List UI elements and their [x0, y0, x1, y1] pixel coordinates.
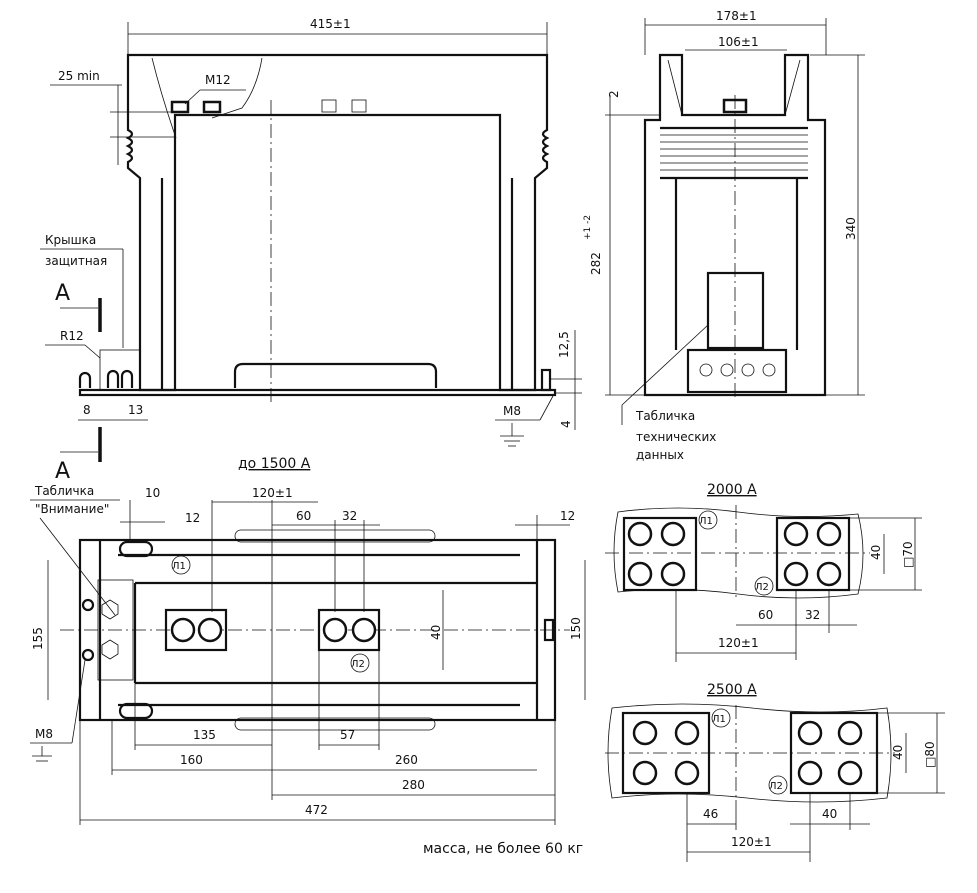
dim-square-70: □70: [901, 541, 915, 568]
cover-label-line1: Крышка: [45, 233, 96, 247]
thread-m8-label: M8: [503, 404, 521, 418]
total-height-dim: 340: [844, 217, 858, 240]
terminal-l2: Л2: [351, 659, 365, 670]
dim-46: 46: [703, 807, 718, 821]
dim-40-vertical: 40: [891, 745, 905, 760]
side-width-dim: 178±1: [716, 9, 757, 23]
radius-label: R12: [60, 329, 84, 343]
dim-12-5: 12,5: [557, 331, 571, 358]
front-width-dim: 415±1: [310, 17, 351, 31]
dim-40: 40: [869, 545, 883, 560]
dim-12-right: 12: [560, 509, 575, 523]
ground-icon: [500, 423, 524, 447]
side-height-dim: 282: [589, 252, 603, 275]
plate-label-line2: технических: [636, 430, 716, 444]
dim-155: 155: [31, 627, 45, 650]
variant-2000-title: 2000 А: [707, 482, 757, 498]
dim-150: 150: [569, 617, 583, 640]
terminal-l1: Л1: [172, 561, 186, 572]
plan-view: до 1500 А Табличка "Внимание" Л1 Л2 120±…: [30, 456, 586, 825]
dim-60: 60: [296, 509, 311, 523]
ground-icon: [32, 746, 52, 762]
side-height-tolerance: +1 -2: [583, 215, 593, 240]
variant-2500a: 2500 А Л1 Л2 40 □80 46 40 120±1: [605, 682, 945, 862]
bolt-icon: [202, 100, 222, 114]
bolt-icon: [170, 100, 190, 114]
clearance-dim: 25 min: [58, 69, 100, 83]
side-inner-dim: 106±1: [718, 35, 759, 49]
dim-60: 60: [758, 608, 773, 622]
dim-260: 260: [395, 753, 418, 767]
dim-160: 160: [180, 753, 203, 767]
dim-4: 4: [559, 420, 573, 428]
plate-label-line1: Табличка: [635, 409, 695, 423]
terminal-l2: Л2: [769, 781, 783, 792]
dim-40-horizontal: 40: [822, 807, 837, 821]
mass-note: масса, не более 60 кг: [423, 841, 583, 857]
section-mark-bottom: A: [55, 459, 70, 484]
dim-120: 120±1: [718, 636, 759, 650]
plan-thread-m8: M8: [35, 727, 53, 741]
dim-120: 120±1: [731, 835, 772, 849]
warning-label-line2: "Внимание": [35, 502, 109, 516]
terminal-l2: Л2: [755, 582, 769, 593]
cover-label-line2: защитная: [45, 254, 107, 268]
dim-472: 472: [305, 803, 328, 817]
dim-12-left: 12: [185, 511, 200, 525]
dim-135: 135: [193, 728, 216, 742]
section-mark-top: A: [55, 281, 70, 306]
terminal-l1: Л1: [712, 714, 726, 725]
dim-120: 120±1: [252, 486, 293, 500]
variant-2500-title: 2500 А: [707, 682, 757, 698]
dim-13: 13: [128, 403, 143, 417]
dim-8: 8: [83, 403, 91, 417]
terminal-l1: Л1: [699, 516, 713, 527]
dim-280: 280: [402, 778, 425, 792]
dim-32: 32: [805, 608, 820, 622]
terminal-bolts: [699, 363, 776, 377]
front-view: 415±1 25 min M12 Крышка защитная A R12 8…: [40, 17, 582, 484]
side-view: 178±1 106±1 2 282 +1 -2 340 Табличка тех…: [583, 9, 865, 462]
plan-title: до 1500 А: [238, 456, 311, 472]
dim-2: 2: [607, 90, 621, 98]
dim-40: 40: [429, 625, 443, 640]
thread-m12-label: M12: [205, 73, 231, 87]
dim-square-80: □80: [923, 741, 937, 768]
dim-57: 57: [340, 728, 355, 742]
warning-label-line1: Табличка: [34, 484, 94, 498]
plate-label-line3: данных: [636, 448, 684, 462]
variant-2000a: 2000 А Л1 Л2 40 □70 60 32 120±1: [605, 482, 922, 662]
dim-32: 32: [342, 509, 357, 523]
dim-10: 10: [145, 486, 160, 500]
